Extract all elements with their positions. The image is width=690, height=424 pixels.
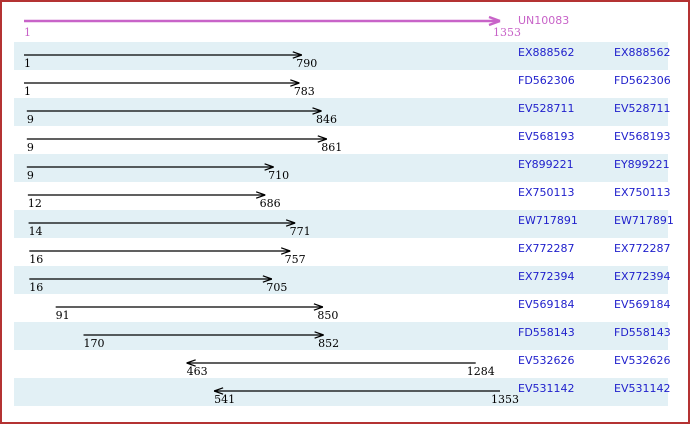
row-start-label: 9 — [26, 113, 34, 126]
row-end-label: 1284 — [466, 365, 495, 378]
alignment-arrow — [186, 359, 476, 367]
row-stripe — [14, 266, 668, 294]
row-start-label: 9 — [26, 169, 34, 182]
consensus-row: 1 1353 UN10083 — [2, 2, 688, 42]
row-start-label: 463 — [186, 365, 208, 378]
alignment-arrow — [29, 275, 273, 283]
consensus-id-label: UN10083 — [518, 14, 570, 27]
consensus-start-label: 1 — [24, 26, 31, 39]
est-row: 1 783 FD562306 FD562306 — [2, 70, 688, 98]
accession-link-secondary[interactable]: EV528711 — [614, 102, 671, 115]
row-end-label: 846 — [316, 113, 337, 126]
accession-link-primary[interactable]: EV528711 — [518, 102, 575, 115]
accession-link-secondary[interactable]: EV532626 — [614, 354, 671, 367]
accession-link-secondary[interactable]: EV569184 — [614, 298, 671, 311]
row-end-label: 790 — [296, 57, 318, 70]
est-row: 12 686 EX750113 EX750113 — [2, 182, 688, 210]
alignment-arrow — [213, 387, 500, 395]
accession-link-primary[interactable]: FD562306 — [518, 74, 575, 87]
est-row: 9 846 EV528711 EV528711 — [2, 98, 688, 126]
accession-link-secondary[interactable]: EX888562 — [614, 46, 671, 59]
accession-link-secondary[interactable]: EW717891 — [614, 214, 674, 227]
row-start-label: 16 — [29, 253, 44, 266]
accession-link-primary[interactable]: EV569184 — [518, 298, 575, 311]
row-start-label: 170 — [83, 337, 105, 350]
row-stripe — [14, 98, 668, 126]
accession-link-secondary[interactable]: EX772287 — [614, 242, 671, 255]
row-end-label: 783 — [293, 85, 315, 98]
accession-link-secondary[interactable]: EX772394 — [614, 270, 671, 283]
row-start-label: 541 — [214, 393, 236, 406]
alignment-arrow — [26, 135, 327, 143]
accession-link-primary[interactable]: EX750113 — [518, 186, 575, 199]
accession-link-primary[interactable]: EV568193 — [518, 130, 575, 143]
accession-link-primary[interactable]: EX772287 — [518, 242, 575, 255]
accession-link-primary[interactable]: EW717891 — [518, 214, 578, 227]
accession-link-secondary[interactable]: FD558143 — [614, 326, 671, 339]
row-start-label: 9 — [26, 141, 34, 154]
accession-link-primary[interactable]: FD558143 — [518, 326, 575, 339]
row-end-label: 861 — [321, 141, 343, 154]
alignment-arrow — [55, 303, 324, 311]
row-stripe — [14, 378, 668, 406]
row-start-label: 91 — [55, 309, 70, 322]
est-row: 16 705 EX772394 EX772394 — [2, 266, 688, 294]
accession-link-secondary[interactable]: EX750113 — [614, 186, 671, 199]
alignment-rows: 1 790 EX888562 EX888562 1 783 FD562306 FD562306… — [2, 42, 688, 406]
row-end-label: 771 — [289, 225, 311, 238]
consensus-arrow — [24, 15, 501, 27]
accession-link-primary[interactable]: EX772394 — [518, 270, 575, 283]
row-start-label: 14 — [28, 225, 43, 238]
est-row: 9 861 EV568193 EV568193 — [2, 126, 688, 154]
row-end-label: 710 — [268, 169, 290, 182]
accession-link-secondary[interactable]: EY899221 — [614, 158, 670, 171]
row-stripe — [14, 154, 668, 182]
alignment-arrow — [28, 219, 296, 227]
row-stripe — [14, 322, 668, 350]
row-stripe — [14, 210, 668, 238]
row-end-label: 757 — [284, 253, 306, 266]
accession-link-primary[interactable]: EV532626 — [518, 354, 575, 367]
alignment-arrow — [24, 51, 302, 59]
alignment-arrow — [24, 79, 300, 87]
accession-link-secondary[interactable]: EV568193 — [614, 130, 671, 143]
alignment-arrow — [83, 331, 324, 339]
est-row: 14 771 EW717891 EW717891 — [2, 210, 688, 238]
accession-link-primary[interactable]: EX888562 — [518, 46, 575, 59]
row-start-label: 12 — [27, 197, 42, 210]
row-end-label: 705 — [266, 281, 288, 294]
accession-link-primary[interactable]: EV531142 — [518, 382, 575, 395]
est-row: 170 852 FD558143 FD558143 — [2, 322, 688, 350]
est-row: 16 757 EX772287 EX772287 — [2, 238, 688, 266]
row-end-label: 850 — [317, 309, 339, 322]
est-row: 1 790 EX888562 EX888562 — [2, 42, 688, 70]
accession-link-secondary[interactable]: FD562306 — [614, 74, 671, 87]
est-row: 463 1284 EV532626 EV532626 — [2, 350, 688, 378]
accession-link-secondary[interactable]: EV531142 — [614, 382, 671, 395]
est-row: 9 710 EY899221 EY899221 — [2, 154, 688, 182]
est-row: 91 850 EV569184 EV569184 — [2, 294, 688, 322]
row-stripe — [14, 42, 668, 70]
row-end-label: 1353 — [491, 393, 519, 406]
row-start-label: 1 — [24, 85, 31, 98]
row-end-label: 852 — [318, 337, 340, 350]
alignment-arrow — [29, 247, 291, 255]
consensus-end-label: 1353 — [493, 26, 521, 39]
row-start-label: 16 — [29, 281, 44, 294]
row-end-label: 686 — [259, 197, 281, 210]
alignment-arrow — [26, 163, 274, 171]
row-start-label: 1 — [24, 57, 31, 70]
alignment-arrow — [26, 107, 322, 115]
alignment-arrow — [27, 191, 266, 199]
accession-link-primary[interactable]: EY899221 — [518, 158, 574, 171]
